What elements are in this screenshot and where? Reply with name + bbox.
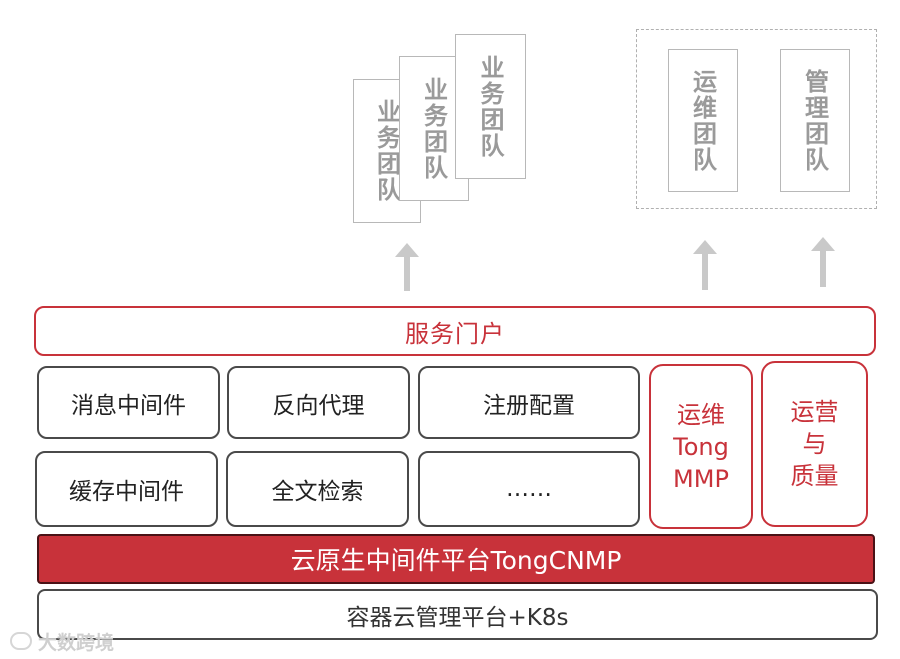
- module-more: ……: [418, 451, 640, 527]
- watermark-text: 大数跨境: [38, 631, 115, 654]
- arrow-up-ops: [693, 240, 717, 290]
- ops-mgmt-group: [636, 29, 877, 209]
- business-team-card-3: 业务团队: [455, 34, 526, 179]
- ops-team-card: 运维团队: [668, 49, 738, 192]
- watermark: 大数跨境: [10, 628, 114, 654]
- module-reverse-proxy: 反向代理: [227, 366, 410, 439]
- mgmt-team-card: 管理团队: [780, 49, 850, 192]
- module-fulltext-search: 全文检索: [226, 451, 409, 527]
- arrow-up-business: [395, 243, 419, 291]
- ops-tongmmp-box: 运维 Tong MMP: [649, 364, 753, 529]
- module-message-middleware: 消息中间件: [37, 366, 220, 439]
- module-registry-config: 注册配置: [418, 366, 640, 439]
- service-portal: 服务门户: [34, 306, 876, 356]
- watermark-logo-icon: [10, 632, 32, 650]
- container-cloud-base-bar: 容器云管理平台+K8s: [37, 589, 878, 640]
- arrow-up-mgmt: [811, 237, 835, 287]
- ops-quality-box: 运营 与 质量: [761, 361, 868, 527]
- module-cache-middleware: 缓存中间件: [35, 451, 218, 527]
- tongcnmp-platform-bar: 云原生中间件平台TongCNMP: [37, 534, 875, 584]
